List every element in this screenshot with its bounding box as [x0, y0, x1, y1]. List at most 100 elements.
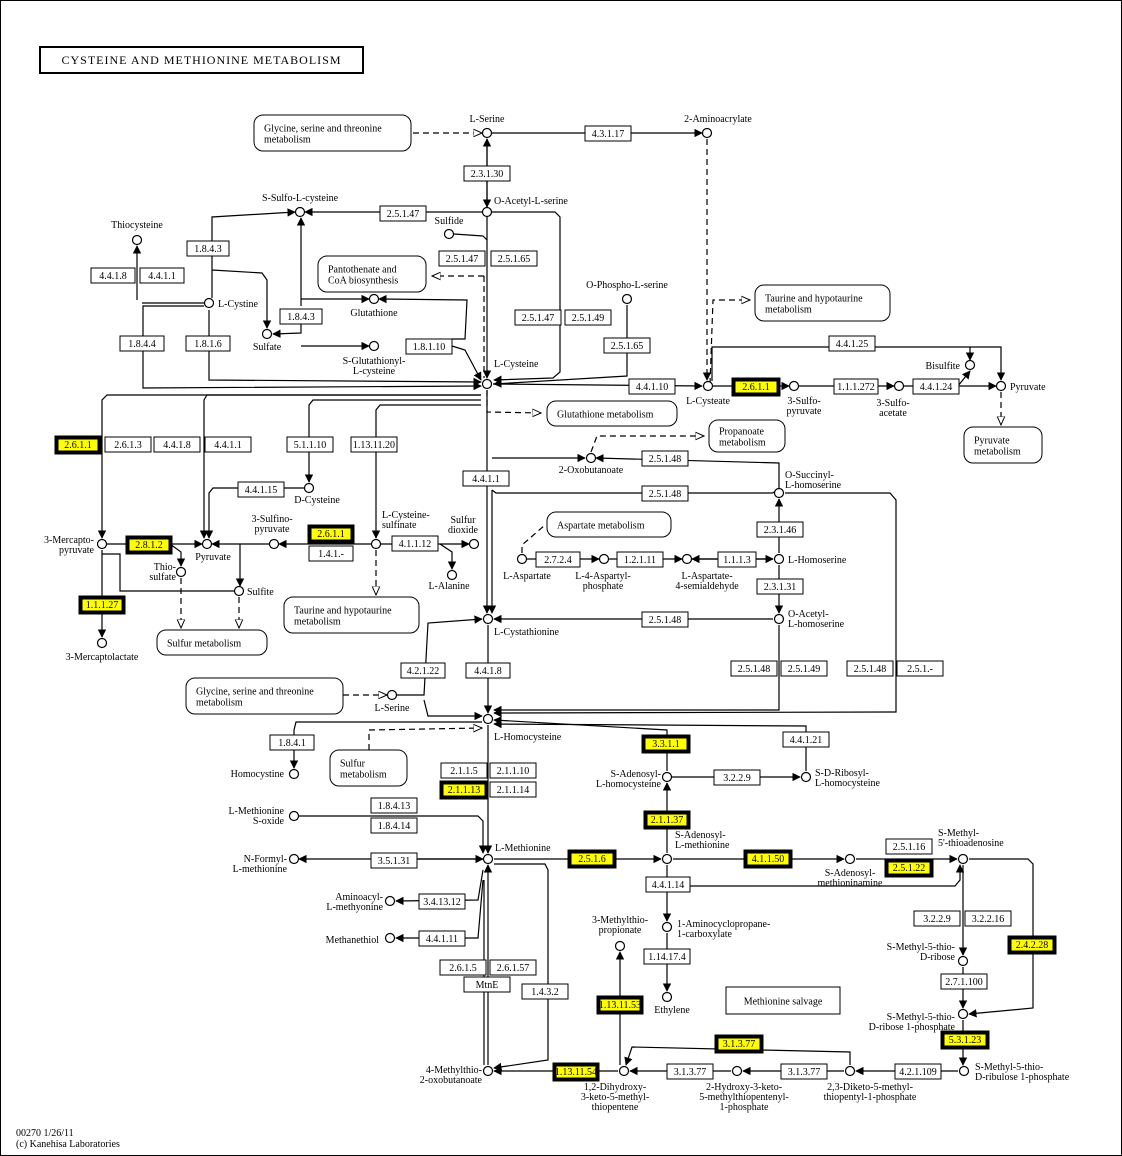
compound-s-adenosyl-l-homocysteine[interactable]: S-Adenosyl-L-homocysteine	[596, 769, 673, 790]
enzyme-box[interactable]: 1.8.1.6	[185, 335, 231, 352]
compound-node[interactable]	[288, 853, 300, 865]
compound-node[interactable]	[482, 1065, 494, 1077]
compound-node[interactable]	[585, 452, 597, 464]
compound-l-4-aspartyl-phosphate[interactable]: L-4-Aspartyl-phosphate	[575, 553, 631, 593]
enzyme-box-highlighted[interactable]: 2.5.1.22	[884, 858, 934, 878]
compound-node[interactable]	[731, 1065, 743, 1077]
map-link[interactable]: Glutathione metabolism	[546, 400, 678, 427]
enzyme-box[interactable]: 2.5.1.48	[641, 450, 689, 467]
compound-l-homoserine[interactable]: L-Homoserine	[773, 553, 847, 567]
enzyme-box[interactable]: 2.5.1.48	[641, 485, 689, 502]
compound-l-serine[interactable]: L-Serine	[470, 114, 506, 139]
enzyme-box[interactable]: 1.4.1.-	[308, 545, 354, 562]
enzyme-box[interactable]: 3.2.2.16	[964, 910, 1012, 927]
enzyme-box[interactable]: 2.3.1.31	[756, 578, 804, 595]
enzyme-box-highlighted[interactable]: 5.3.1.23	[940, 1030, 990, 1050]
compound-node[interactable]	[386, 689, 398, 701]
compound-node[interactable]	[303, 482, 315, 494]
compound-l-aspartate-4-semialdehyde[interactable]: L-Aspartate-4-semialdehyde	[675, 553, 739, 593]
compound-n-formyl-l-methionine[interactable]: N-Formyl-L-methionine	[233, 853, 300, 875]
enzyme-box[interactable]: 4.4.1.10	[628, 378, 676, 395]
compound-l-cysteine[interactable]: L-Cysteine	[481, 359, 539, 390]
compound-node[interactable]	[175, 566, 187, 578]
compound-node[interactable]	[468, 538, 480, 550]
compound-2-3-diketo-5-methylthiopentyl-1-phosphate[interactable]: 2,3-Diketo-5-methyl-thiopentyl-1-phospha…	[824, 1065, 917, 1104]
compound-s-adenosylmethioninamine[interactable]: S-Adenosyl-methioninamine	[818, 853, 884, 890]
compound-node[interactable]	[773, 553, 785, 565]
compound-l-cystine[interactable]: L-Cystine	[203, 297, 259, 311]
compound-node[interactable]	[384, 895, 396, 907]
compound-3-sulfinopyruvate[interactable]: 3-Sulfino-pyruvate	[251, 514, 293, 550]
compound-4-methylthio-2-oxobutanoate[interactable]: 4-Methylthio-2-oxobutanoate	[420, 1065, 494, 1086]
enzyme-box[interactable]: 4.4.1.1	[204, 436, 252, 453]
enzyme-box[interactable]: 4.4.1.8	[90, 267, 136, 284]
enzyme-box[interactable]: 2.5.1.47	[514, 309, 562, 326]
compound-1-aminocyclopropane-1-carboxylate[interactable]: 1-Aminocyclopropane-1-carboxylate	[661, 919, 771, 940]
enzyme-box[interactable]: 1.8.4.4	[119, 335, 165, 352]
compound-sulfate[interactable]: Sulfate	[253, 328, 282, 354]
enzyme-box[interactable]: 1.8.4.3	[279, 308, 323, 325]
enzyme-box[interactable]: 2.7.1.100	[940, 973, 988, 990]
enzyme-box-highlighted[interactable]: 1.13.11.54	[552, 1062, 600, 1082]
enzyme-box[interactable]: 2.6.1.57	[489, 959, 537, 976]
compound-s-methyl-5-thio-d-ribose-1-phosphate[interactable]: S-Methyl-5-thio-D-ribose 1-phosphate	[869, 1008, 969, 1034]
compound-2-hydroxy-3-keto-5-methylthiopentenyl-1-phosphate[interactable]: 2-Hydroxy-3-keto-5-methylthiopentenyl-1-…	[699, 1065, 789, 1114]
compound-3-sulfoacetate[interactable]: 3-Sulfo-acetate	[876, 380, 910, 420]
enzyme-box[interactable]: 2.5.1.48	[846, 660, 894, 677]
compound-pyruvate-right[interactable]: Pyruvate	[995, 380, 1047, 394]
enzyme-box[interactable]: 2.6.1.5	[439, 959, 487, 976]
enzyme-box[interactable]: 2.5.1.65	[603, 337, 651, 354]
compound-node[interactable]	[443, 228, 455, 240]
enzyme-box-highlighted[interactable]: 1.13.11.53	[596, 995, 644, 1015]
compound-node[interactable]	[268, 538, 280, 550]
enzyme-box[interactable]: MtnE	[463, 976, 511, 993]
compound-node[interactable]	[773, 613, 785, 625]
compound-3-sulfopyruvate-a[interactable]: 3-Sulfo-pyruvate	[787, 380, 823, 418]
compound-node[interactable]	[288, 810, 300, 822]
enzyme-box[interactable]: 2.3.1.30	[463, 165, 511, 182]
enzyme-box-highlighted[interactable]: 2.8.1.2	[125, 535, 173, 555]
enzyme-box[interactable]: 4.4.1.1	[462, 470, 510, 487]
enzyme-box[interactable]: 2.5.1.65	[490, 250, 538, 267]
compound-node[interactable]	[481, 127, 493, 139]
enzyme-box[interactable]: 2.7.2.4	[535, 551, 581, 568]
compound-s-methyl-5-thioadenosine[interactable]: S-Methyl-5'-thioadenosine	[938, 828, 1004, 865]
compound-node[interactable]	[957, 955, 969, 967]
enzyme-box[interactable]: 4.4.1.21	[782, 731, 830, 748]
compound-ethylene[interactable]: Ethylene	[654, 991, 690, 1017]
compound-thiocysteine[interactable]: Thiocysteine	[111, 220, 163, 246]
compound-node[interactable]	[481, 206, 493, 218]
compound-2-oxobutanoate[interactable]: 2-Oxobutanoate	[559, 452, 624, 477]
enzyme-box[interactable]: 4.2.1.109	[894, 1063, 942, 1080]
compound-node[interactable]	[294, 206, 306, 218]
compound-sulfide[interactable]: Sulfide	[435, 216, 464, 240]
compound-node[interactable]	[598, 553, 610, 565]
enzyme-box[interactable]: 2.5.1.-	[896, 660, 944, 677]
compound-d-cysteine[interactable]: D-Cysteine	[294, 482, 340, 507]
compound-node[interactable]	[482, 613, 494, 625]
compound-l-methionine[interactable]: L-Methionine	[482, 843, 552, 865]
enzyme-box[interactable]: 1.8.4.1	[269, 734, 315, 751]
enzyme-box[interactable]: 2.3.1.46	[756, 521, 804, 538]
compound-node[interactable]	[995, 380, 1007, 392]
compound-s-methyl-5-thio-d-ribulose-1-phosphate[interactable]: S-Methyl-5-thio-D-ribulose 1-phosphate	[958, 1062, 1070, 1083]
enzyme-box[interactable]: 5.1.1.10	[286, 436, 334, 453]
compound-node[interactable]	[618, 1065, 630, 1077]
compound-node[interactable]	[964, 359, 976, 371]
enzyme-box[interactable]: 3.2.2.9	[913, 910, 961, 927]
enzyme-box[interactable]: 2.5.1.48	[730, 660, 778, 677]
enzyme-box[interactable]: 2.5.1.49	[564, 309, 612, 326]
compound-3-mercaptolactate[interactable]: 3-Mercaptolactate	[66, 637, 139, 664]
enzyme-box-highlighted[interactable]: 2.6.1.1	[54, 435, 102, 455]
enzyme-box[interactable]: 4.4.1.8	[153, 436, 201, 453]
enzyme-box[interactable]: 2.5.1.49	[780, 660, 828, 677]
compound-node[interactable]	[482, 713, 494, 725]
compound-node[interactable]	[893, 380, 905, 392]
compound-l-homocysteine[interactable]: L-Homocysteine	[482, 713, 562, 744]
enzyme-box[interactable]: 1.1.1.3	[717, 551, 757, 568]
